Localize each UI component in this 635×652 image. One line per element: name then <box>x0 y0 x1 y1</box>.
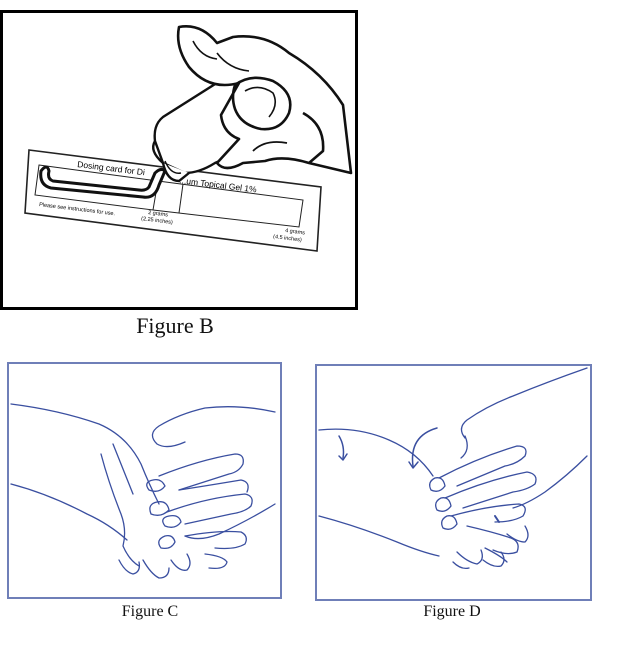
upper-hand <box>460 367 588 439</box>
figure-b-caption: Figure B <box>136 313 214 338</box>
upper-hand <box>151 406 276 448</box>
motion-arrow-curve <box>411 427 438 467</box>
figure-c-panel <box>7 362 282 599</box>
mark-4-grams: 4 grams <box>285 228 306 236</box>
figure-d-panel <box>315 364 592 601</box>
hand-squeezing-tube <box>176 25 353 175</box>
figure-b-panel: Dosing card for Di ...um Topical Gel 1% … <box>0 10 358 310</box>
gel-strip <box>39 165 167 199</box>
dosing-card: Dosing card for Di ...um Topical Gel 1% … <box>24 149 322 252</box>
lower-arm <box>318 428 434 477</box>
figure-c-caption: Figure C <box>121 603 179 620</box>
mark-4-grams-sub: (4.5 inches) <box>273 234 302 243</box>
figure-d-caption: Figure D <box>423 603 481 620</box>
mark-2-grams: 2 grams <box>148 210 169 218</box>
tube-on-dosing-card-illustration: Dosing card for Di ...um Topical Gel 1% … <box>24 25 353 252</box>
mark-2-grams-sub: (2.25 inches) <box>141 216 173 226</box>
hands-rubbing-backs-illustration <box>318 367 588 570</box>
motion-arrow-left <box>338 435 345 459</box>
hands-rubbing-palms-illustration <box>10 403 276 579</box>
lower-arm <box>10 403 160 505</box>
